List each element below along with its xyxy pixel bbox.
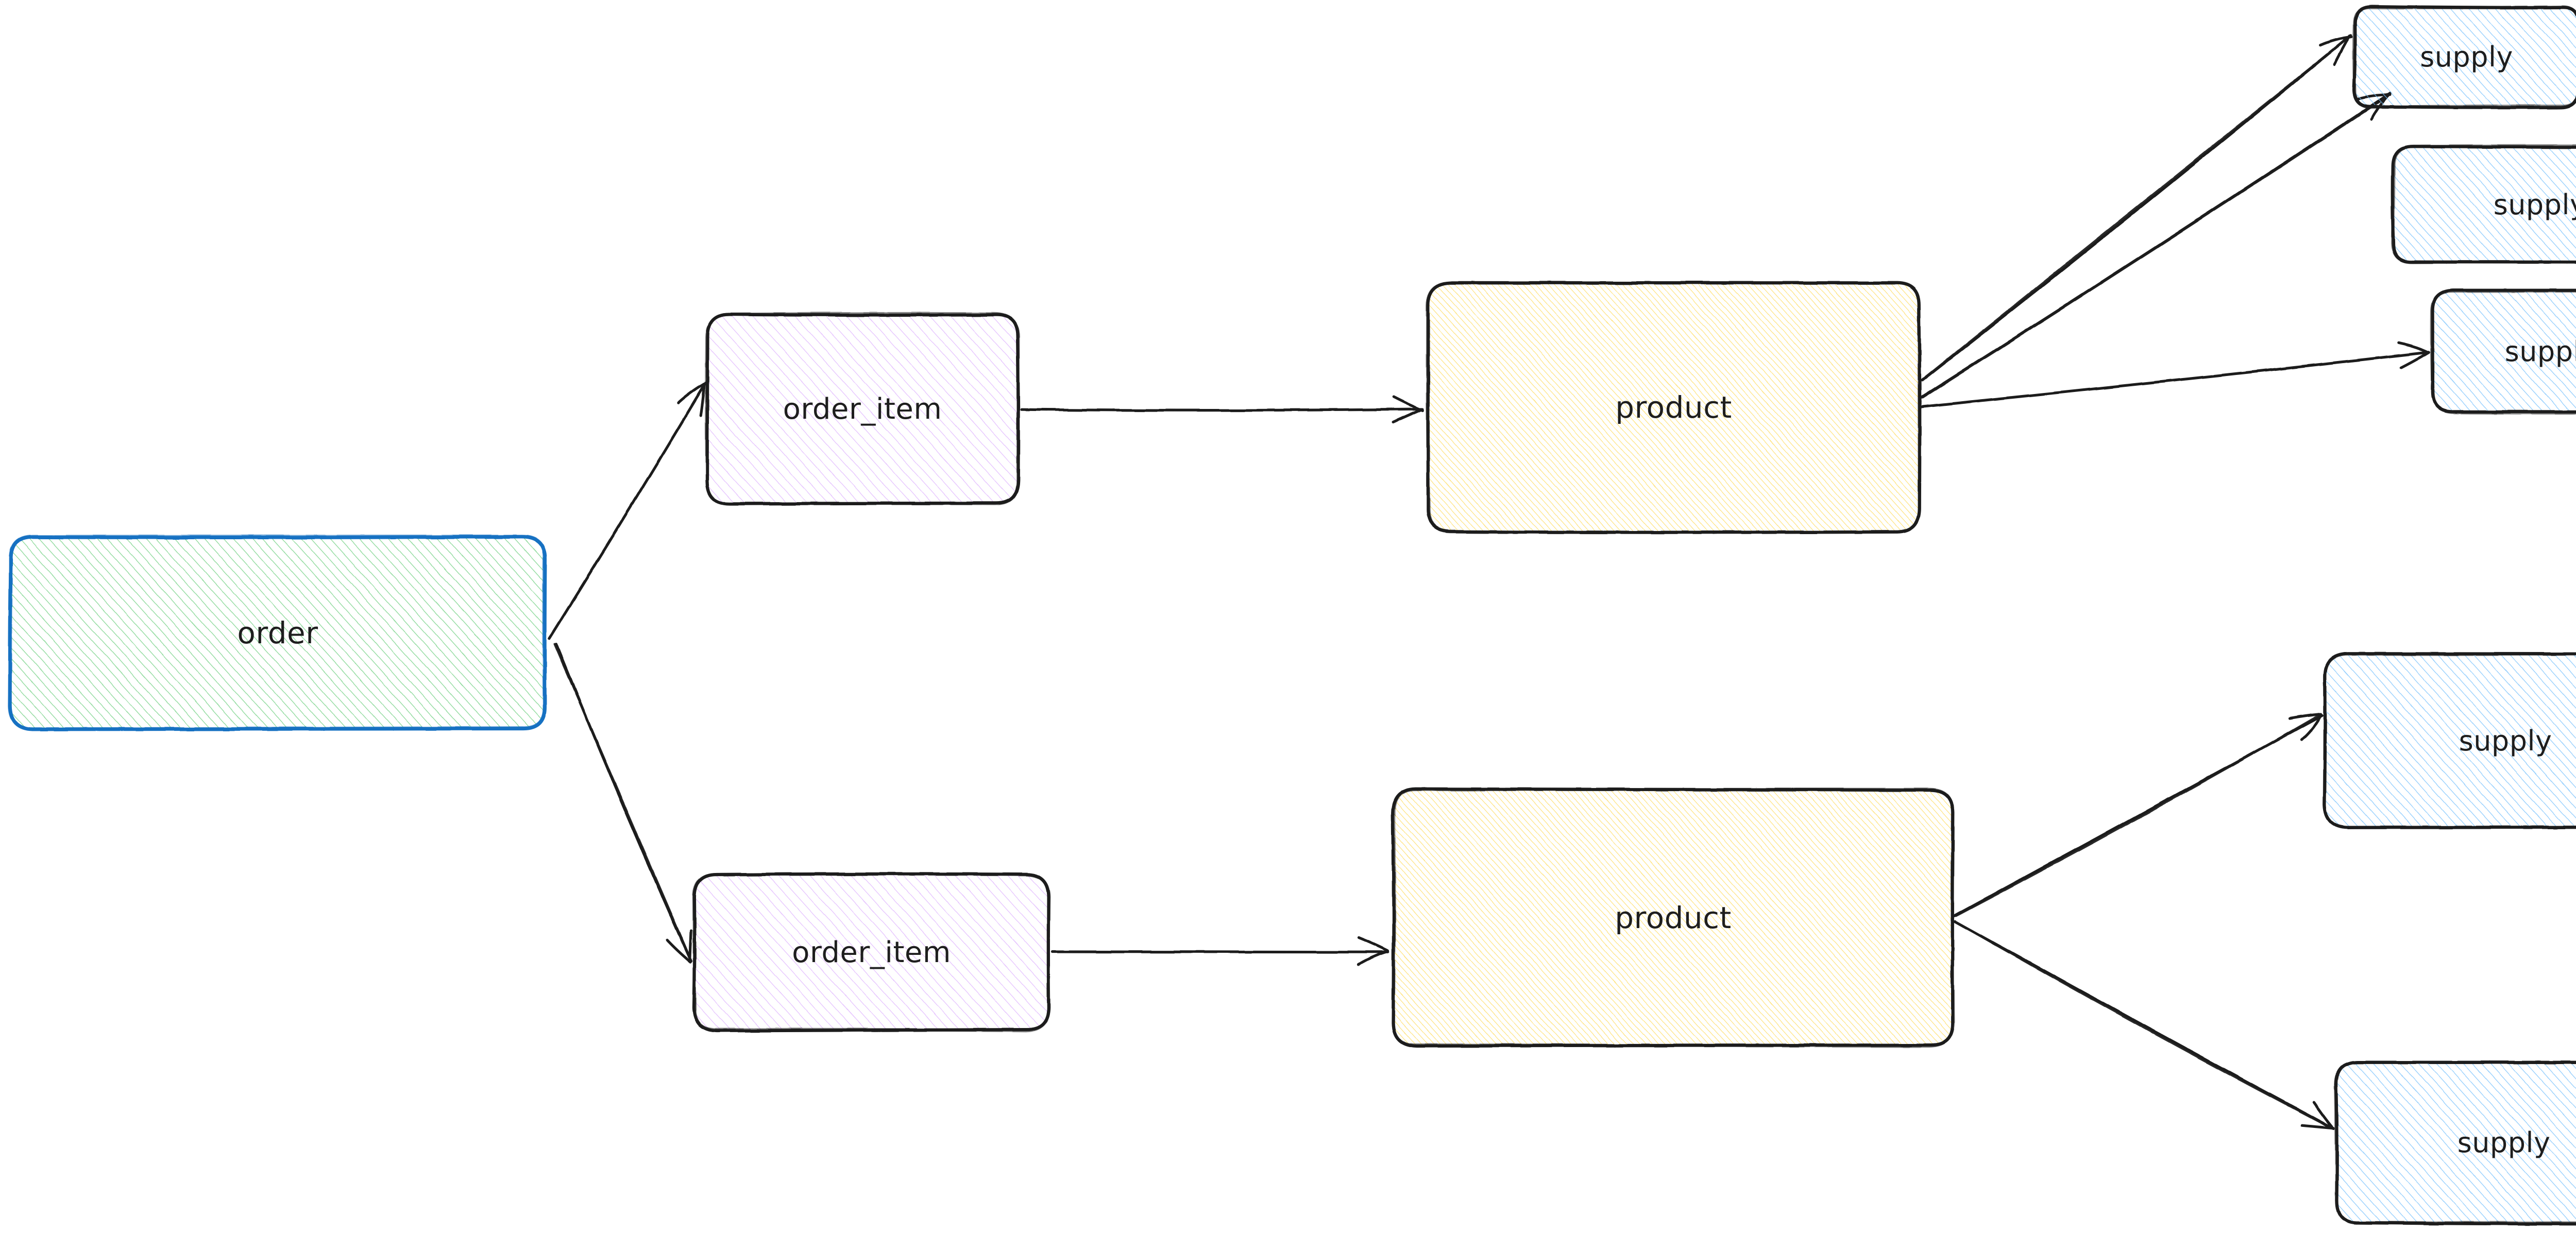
nodes-group [8, 5, 2576, 1226]
edge-product_1-to-supply_1[interactable] [1920, 34, 2353, 382]
node-outline [1426, 281, 1921, 534]
edge-product_1-to-supply_3[interactable] [1920, 341, 2431, 408]
node-supply_2[interactable] [2391, 144, 2576, 264]
node-outline [705, 312, 1020, 506]
node-product_1[interactable] [1426, 281, 1922, 534]
edge-product_2-to-supply_4[interactable] [1953, 712, 2324, 917]
edge-product_1-to-supply_2[interactable] [1919, 92, 2392, 399]
edge-order_item_1-to-product_1[interactable] [1020, 395, 1425, 424]
node-fill [2432, 291, 2576, 412]
node-fill [707, 314, 1018, 504]
node-outline [2323, 652, 2576, 829]
node-supply_5[interactable] [2334, 1060, 2576, 1226]
node-outline [2391, 144, 2576, 264]
edge-order-to-order_item_2[interactable] [553, 642, 692, 964]
node-outline [692, 872, 1051, 1033]
node-order_item_2[interactable] [692, 872, 1051, 1033]
node-fill [2393, 146, 2576, 263]
edge-product_2-to-supply_5[interactable] [1953, 920, 2335, 1131]
edge-order-to-order_item_1[interactable] [548, 382, 707, 640]
edge-order_item_2-to-product_2[interactable] [1050, 936, 1390, 966]
node-supply_4[interactable] [2323, 652, 2576, 829]
node-fill [2325, 654, 2576, 827]
node-outline [2430, 289, 2576, 415]
node-outline [1392, 787, 1955, 1048]
node-fill [694, 874, 1049, 1031]
node-outline [2334, 1060, 2576, 1225]
node-fill [2336, 1061, 2576, 1224]
node-supply_1[interactable] [2352, 5, 2576, 109]
node-order_item_1[interactable] [705, 312, 1020, 506]
node-supply_3[interactable] [2430, 288, 2576, 415]
node-fill [1393, 789, 1952, 1046]
node-order[interactable] [8, 534, 547, 731]
node-outline [2352, 5, 2576, 109]
node-fill [10, 536, 546, 729]
node-product_2[interactable] [1391, 787, 1955, 1048]
node-fill [1428, 283, 1920, 532]
edges-group [548, 34, 2431, 1131]
node-outline [8, 534, 547, 731]
node-fill [2354, 6, 2576, 107]
